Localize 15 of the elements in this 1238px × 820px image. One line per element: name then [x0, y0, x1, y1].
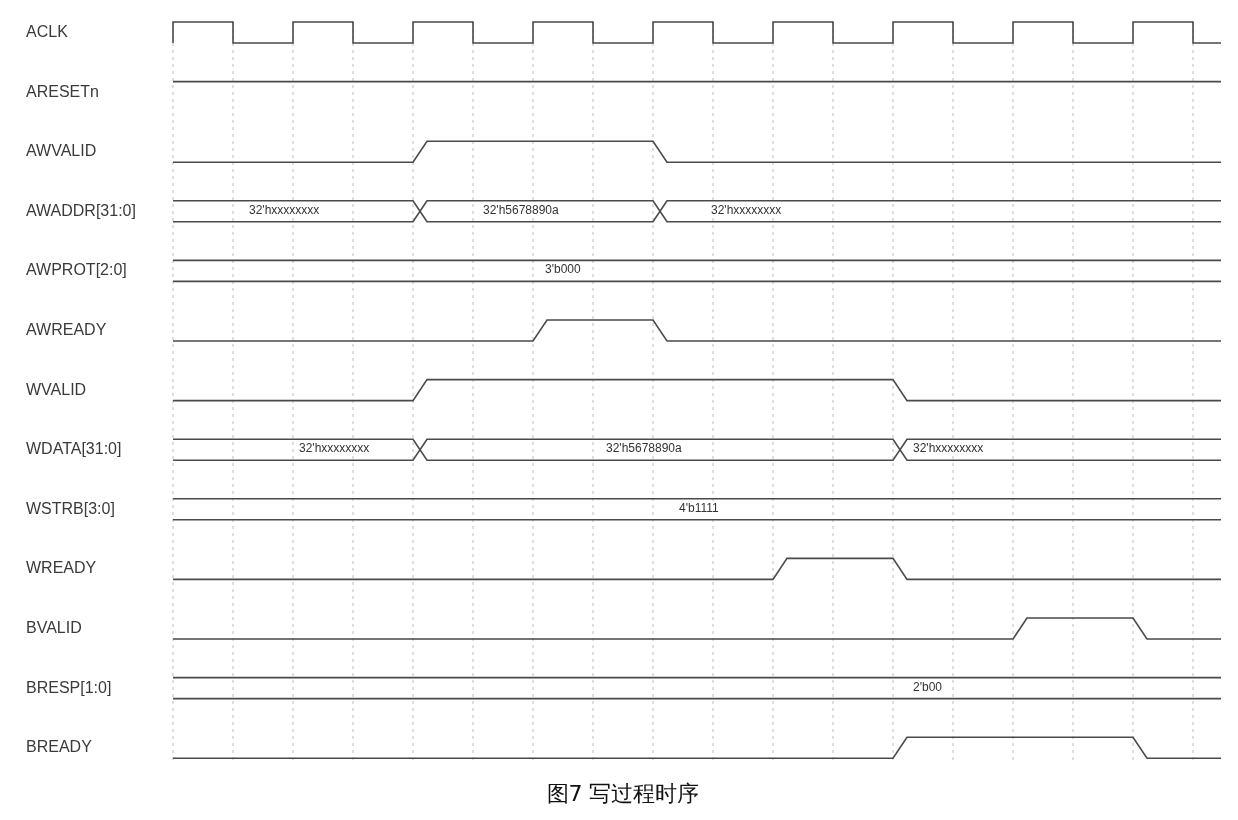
figure-caption: 图7 写过程时序: [546, 780, 700, 808]
signal-name: BVALID: [26, 618, 82, 638]
signal-name: WREADY: [26, 559, 97, 578]
signal-name: ARESETn: [26, 82, 99, 101]
signal-name: BREADY: [26, 738, 92, 757]
signal-name: ACLK: [26, 22, 68, 42]
signal-name: WSTRB[3:0]: [26, 499, 115, 518]
signal-name: AWREADY: [26, 320, 107, 340]
signal-name: WDATA[31:0]: [26, 440, 122, 459]
signal-name: WVALID: [26, 380, 87, 399]
bus-value: 4'b1111: [678, 501, 720, 516]
signal-name: AWPROT[2:0]: [26, 261, 127, 280]
signal-name: BRESP[1:0]: [26, 678, 112, 697]
signal-name: AWVALID: [26, 142, 97, 161]
signal-name: AWADDR[31:0]: [26, 201, 136, 220]
